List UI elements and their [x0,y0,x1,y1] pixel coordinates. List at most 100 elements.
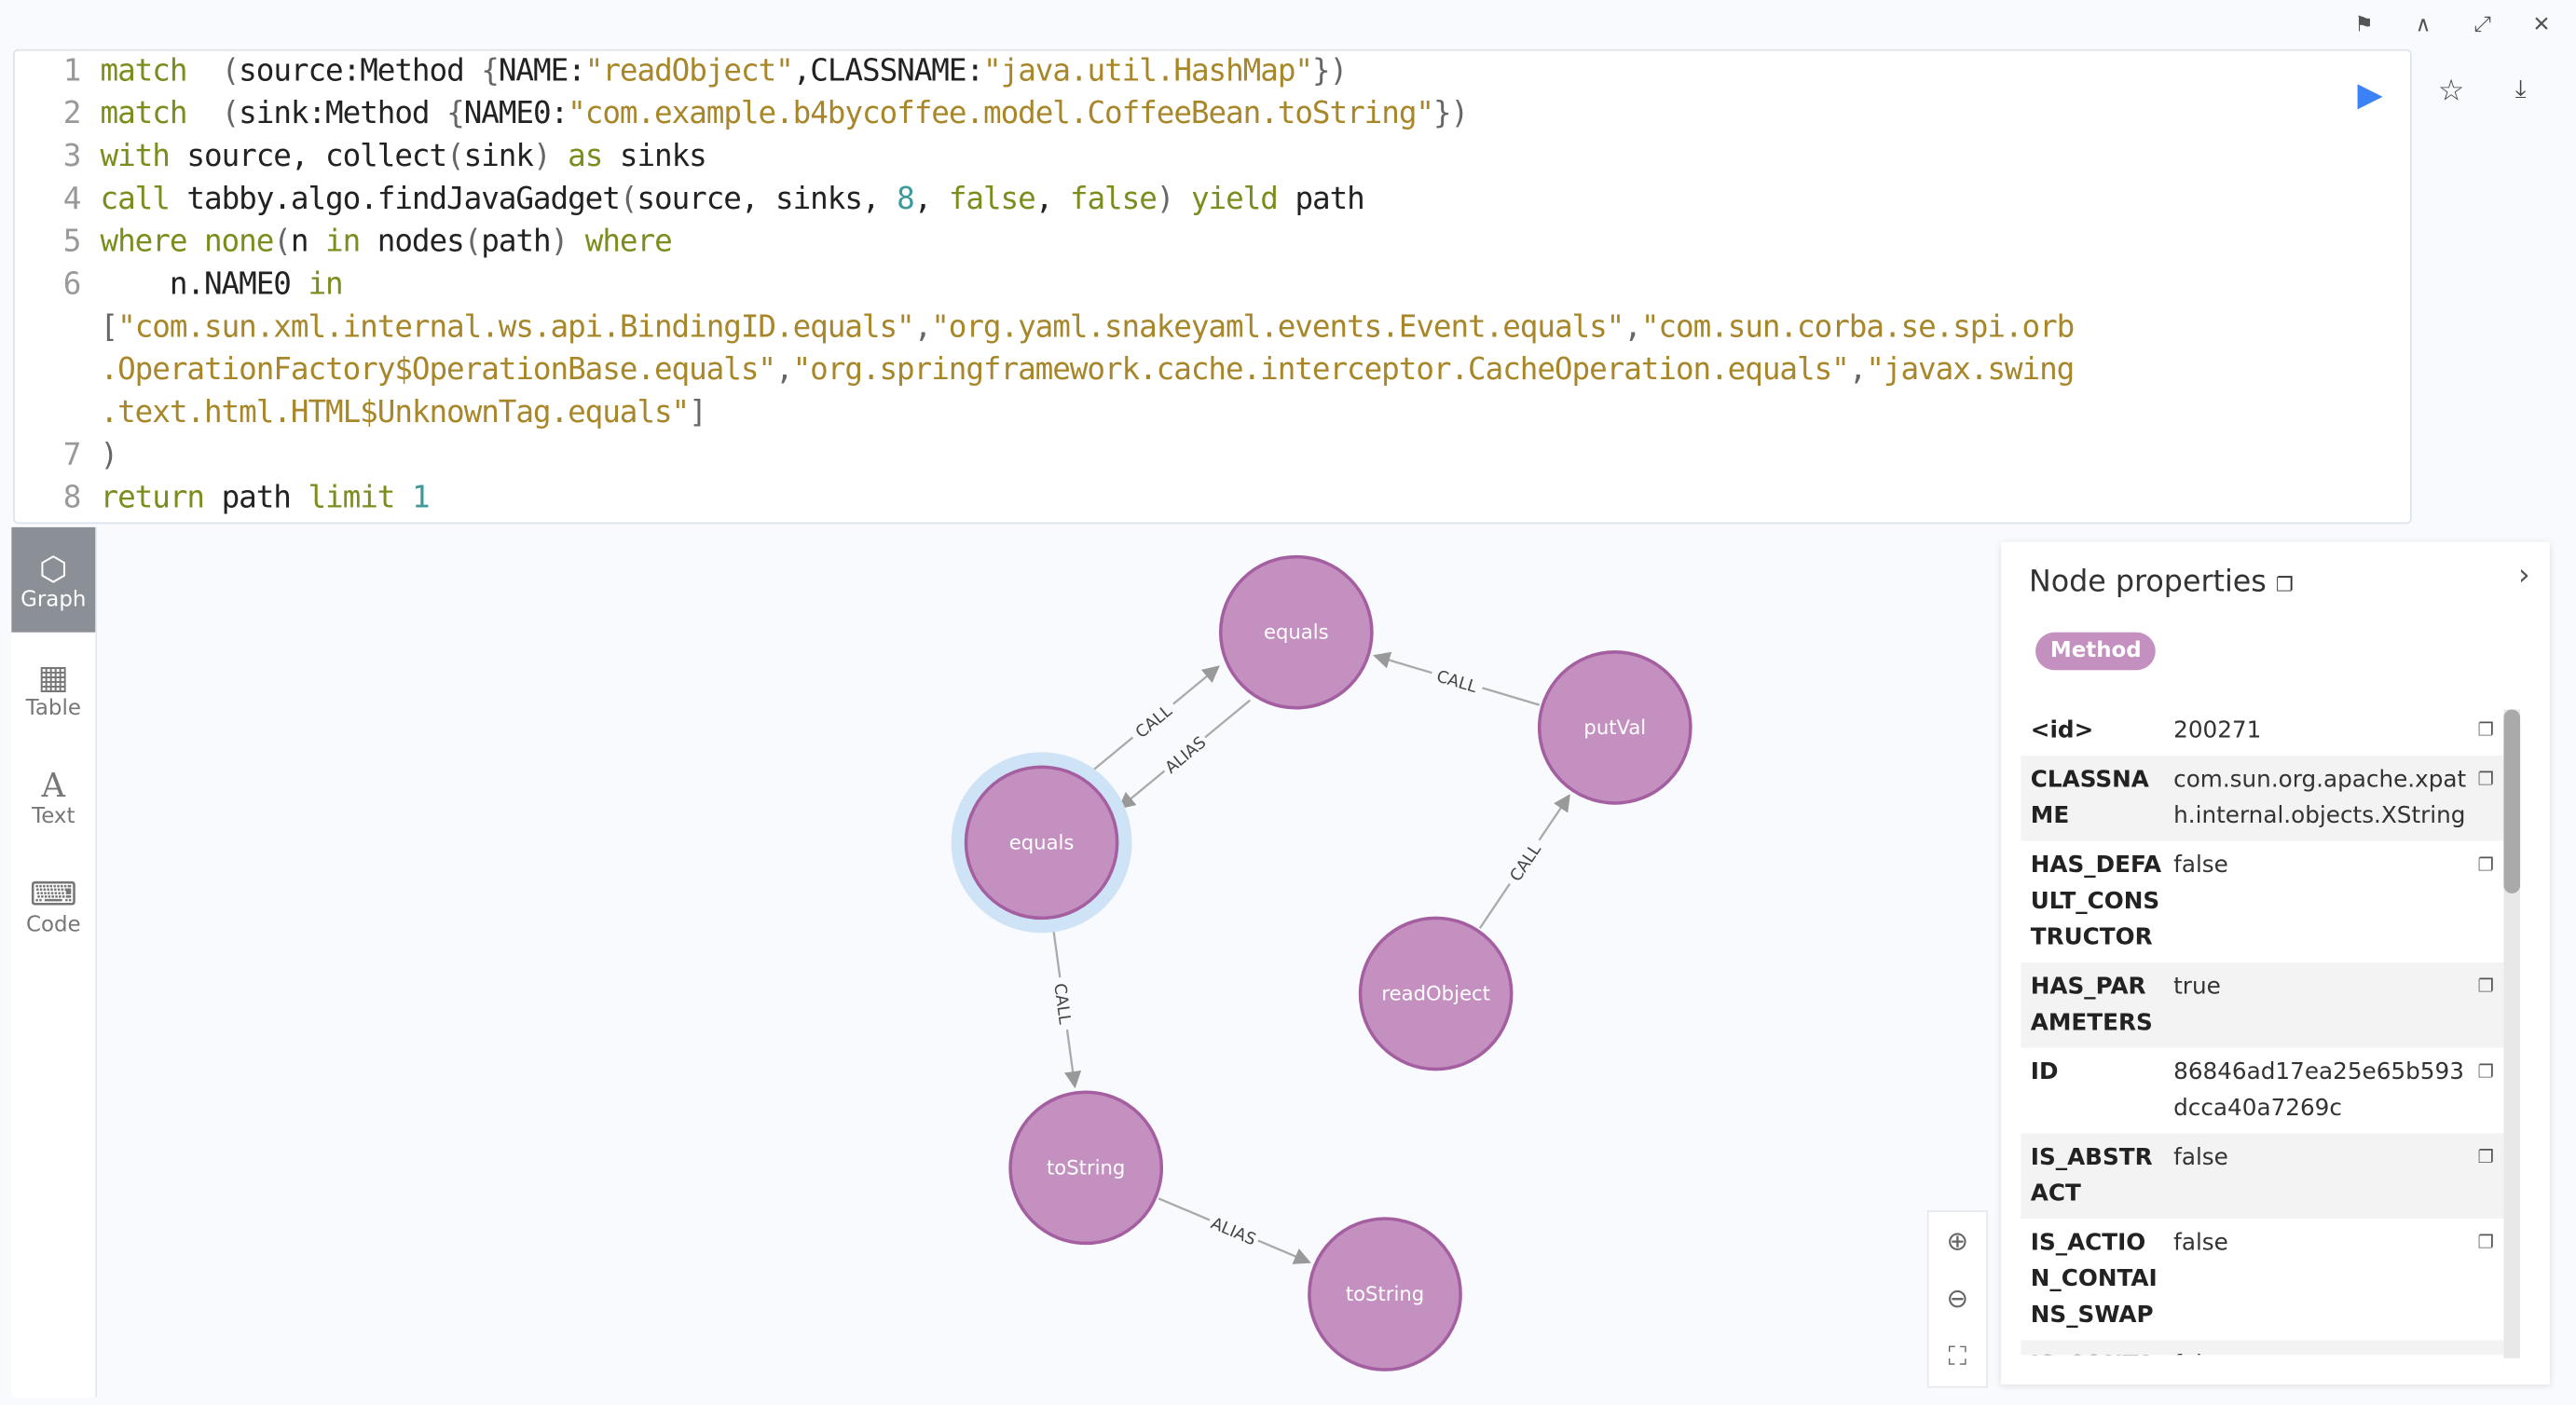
fit-icon[interactable]: ⛶ [1948,1340,1967,1371]
edge[interactable]: ALIAS [1158,1197,1311,1264]
code-text: return path limit 1 [100,478,431,521]
node-label: putVal [1583,716,1646,739]
code-token: , [1035,182,1070,217]
star-icon[interactable]: ☆ [2437,74,2465,109]
code-token: "com.sun.xml.internal.ws.api.BindingID.e… [117,310,915,346]
property-value: com.sun.org.apache.xpath.internal.object… [2173,767,2467,830]
copy-icon[interactable]: ❐ [2477,768,2494,790]
property-key: HAS_DEFAULT_CONSTRUCTOR [2030,852,2162,951]
code-token: return [100,481,206,516]
label-badge[interactable]: Method [2035,632,2157,671]
property-key: ID [2030,1058,2059,1086]
window-controls: ⚑ ∧ ⤢ ✕ [2350,13,2556,37]
code-token: source, sinks, [637,182,897,217]
code-token: ) [100,438,119,473]
edge[interactable]: ALIAS [1117,699,1252,810]
code-token: limit [308,481,395,516]
code-token: as [568,139,603,174]
copy-icon[interactable]: ❐ [2275,573,2294,596]
copy-icon[interactable]: ❐ [2477,853,2494,876]
code-line: ["com.sun.xml.internal.ws.api.BindingID.… [15,307,2315,350]
line-number: 6 [62,267,82,303]
edge[interactable]: CALL [1478,794,1570,929]
code-token [1173,183,1191,217]
graph-node[interactable]: equals [951,752,1132,934]
code-line: 2 match (sink:Method {NAME0:"com.example.… [15,93,2315,136]
property-key: IS_ACTION_CONTAINS_SWAP [2030,1230,2158,1330]
line-number: 3 [62,139,82,174]
copy-icon[interactable]: ❐ [2477,719,2494,742]
sidebar-item-graph[interactable]: ⬡Graph [11,526,96,633]
copy-icon[interactable]: ❐ [2477,1146,2494,1168]
code-token [394,481,412,515]
download-icon[interactable]: ⤓ [2514,74,2527,104]
graph-node[interactable]: equals [1218,554,1374,710]
code-token: ,CLASSNAME: [792,54,984,89]
copy-icon[interactable]: ❐ [2477,1346,2493,1356]
code-token: 8 [897,182,915,217]
code-token: ( [446,139,465,174]
scrollbar[interactable] [2503,709,2521,1358]
zoom-in-icon[interactable]: ⊕ [1946,1225,1969,1257]
graph-canvas[interactable]: CALLALIASCALLCALLCALLALIASequalsputValeq… [95,525,2001,1404]
property-value: false [2162,1346,2468,1356]
graph-node[interactable]: putVal [1537,650,1692,805]
play-icon[interactable]: ▶ [2357,74,2383,114]
graph-node[interactable]: toString [1008,1090,1164,1246]
code-token: false [1069,182,1158,217]
code-token: ) [532,139,552,174]
code-token: ) [550,225,569,260]
edge[interactable]: CALL [1048,920,1082,1089]
close-icon[interactable]: ✕ [2532,13,2551,38]
property-row: <id>200271❐ [2021,706,2503,756]
code-text: match (sink:Method {NAME0:"com.example.b… [100,93,1470,136]
code-token: "com.example.b4bycoffee.model.CoffeeBean… [568,97,1434,132]
property-value: true [2173,974,2221,1001]
copy-icon[interactable]: ❐ [2477,975,2494,997]
code-token [551,140,569,174]
copy-icon[interactable]: ❐ [2477,1060,2494,1083]
code-token: .text.html.HTML$UnknownTag.equals" [100,395,691,430]
graph-node[interactable]: readObject [1358,916,1514,1071]
expand-icon[interactable]: ⤢ [2473,13,2491,38]
code-token: "javax.swing [1866,352,2075,389]
code-token: }) [1312,54,1348,89]
code-token: false [948,182,1036,217]
code-token: ( [273,225,292,260]
table-icon: ▦ [37,656,69,696]
code-token: n [290,225,326,260]
collapse-panel-icon[interactable]: › [2517,558,2530,593]
node-properties-panel: Node properties ❐ › Method <id>200271❐CL… [2001,541,2550,1385]
sidebar-item-table[interactable]: ▦Table [11,635,95,741]
pin-icon[interactable]: ⚑ [2354,13,2374,38]
code-token: path [203,481,308,516]
zoom-out-icon[interactable]: ⊖ [1946,1282,1969,1315]
chevron-up-icon[interactable]: ∧ [2415,13,2432,38]
code-token: n.NAME0 [100,267,308,303]
node-label: readObject [1381,982,1489,1005]
line-number: 2 [62,97,82,132]
copy-icon[interactable]: ❐ [2477,1232,2494,1253]
graph-node[interactable]: toString [1308,1217,1462,1371]
line-number: 5 [62,225,82,260]
code-token: in [325,225,361,260]
code-token: in [308,267,343,303]
sidebar-item-label: Text [32,803,75,829]
code-token: sink:Method [239,97,447,132]
code-line: .OperationFactory$OperationBase.equals",… [15,349,2315,392]
node-label: equals [1009,830,1075,853]
edge[interactable]: CALL [1087,665,1220,776]
sidebar-item-code[interactable]: ⌨Code [11,853,95,958]
edge[interactable]: CALL [1373,651,1541,706]
code-token: ( [619,182,638,217]
scrollbar-thumb[interactable] [2503,709,2521,893]
code-token: match [100,97,188,132]
